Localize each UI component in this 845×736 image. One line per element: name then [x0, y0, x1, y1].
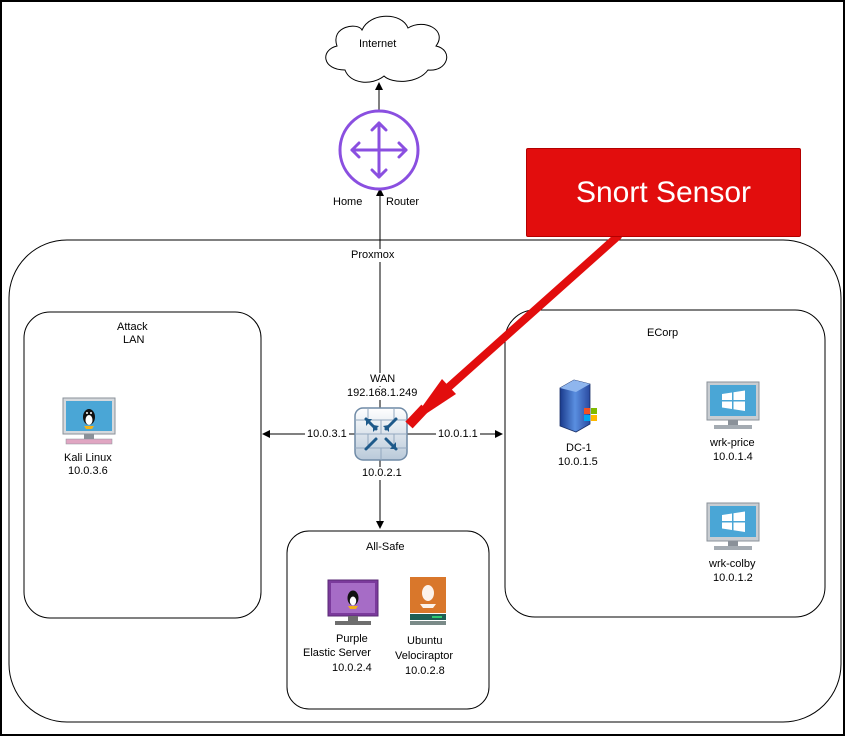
proxmox-label: Proxmox	[349, 249, 397, 262]
router-icon	[338, 109, 420, 191]
purple-ip: 10.0.2.4	[332, 662, 372, 674]
purple-name-1: Purple	[336, 633, 368, 645]
proxmox-container	[8, 239, 842, 723]
wrk-price-windows-monitor-icon	[706, 381, 760, 429]
dc1-ip: 10.0.1.5	[558, 456, 598, 468]
snort-sensor-callout: Snort Sensor	[526, 148, 801, 237]
cloud-icon	[325, 15, 448, 83]
wrk-colby-name: wrk-colby	[709, 558, 756, 570]
kali-linux-monitor-icon	[62, 397, 116, 445]
wan-ip-label: 192.168.1.249	[345, 387, 420, 400]
attack-lan-title-2: LAN	[123, 334, 145, 346]
attack-lan-title-1: Attack	[117, 321, 148, 333]
dc1-name: DC-1	[566, 442, 592, 454]
ubuntu-linux-server-icon	[410, 577, 446, 625]
internet-label: Internet	[359, 38, 397, 50]
firewall-right-ip: 10.0.1.1	[436, 428, 480, 441]
firewall-bottom-ip: 10.0.2.1	[360, 467, 404, 480]
ubuntu-ip: 10.0.2.8	[405, 665, 445, 677]
firewall-left-ip: 10.0.3.1	[305, 428, 349, 441]
purple-linux-monitor-icon	[327, 579, 379, 625]
ecorp-title: ECorp	[647, 327, 679, 339]
kali-ip: 10.0.3.6	[68, 465, 108, 477]
wrk-colby-windows-monitor-icon	[706, 502, 760, 550]
all-safe-container	[286, 530, 490, 710]
snort-sensor-pointer-arrow	[405, 232, 622, 429]
wan-label: WAN	[368, 373, 398, 386]
wrk-price-name: wrk-price	[710, 437, 755, 449]
router-label-router: Router	[386, 196, 420, 208]
ecorp-container	[504, 309, 826, 618]
windows-server-icon	[559, 379, 597, 433]
kali-name: Kali Linux	[64, 452, 112, 464]
firewall-icon	[354, 407, 408, 461]
attack-lan-container	[23, 311, 262, 619]
ubuntu-name-2: Velociraptor	[395, 650, 454, 662]
wrk-colby-ip: 10.0.1.2	[713, 572, 753, 584]
all-safe-title: All-Safe	[366, 541, 405, 553]
ubuntu-name-1: Ubuntu	[407, 635, 443, 647]
purple-name-2: Elastic Server	[303, 647, 371, 659]
router-label-home: Home	[333, 196, 363, 208]
wrk-price-ip: 10.0.1.4	[713, 451, 753, 463]
